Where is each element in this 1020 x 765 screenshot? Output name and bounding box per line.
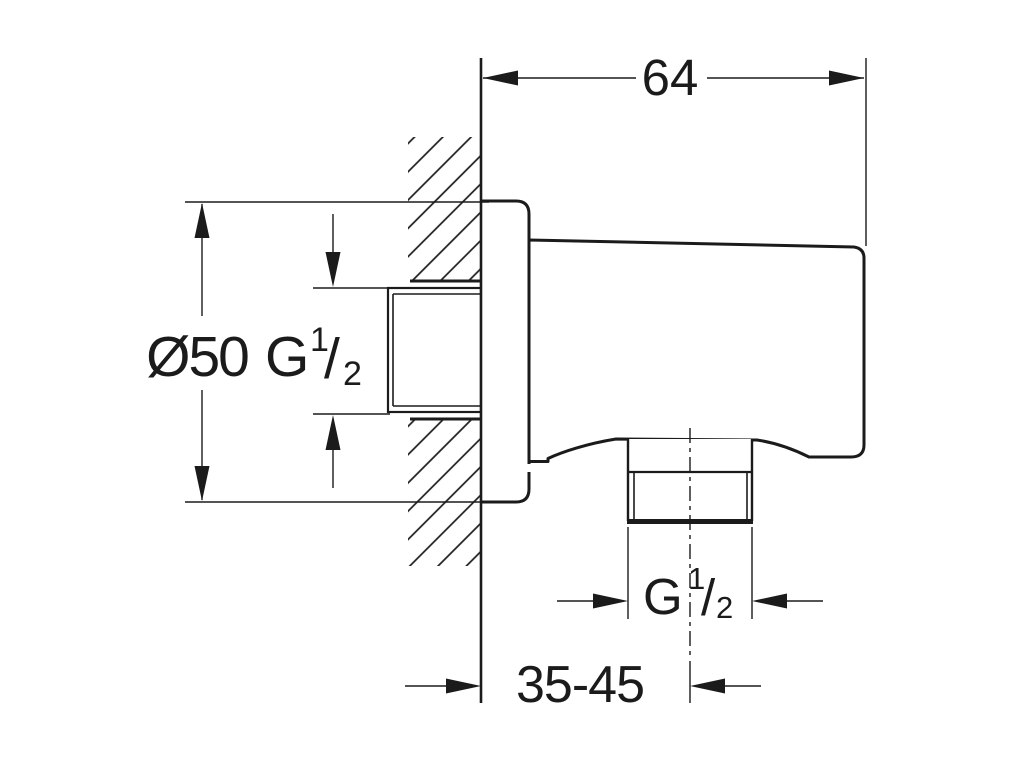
bottom-thread-numerator: 1 xyxy=(688,561,705,596)
left-thread-numerator: 1 xyxy=(310,321,329,359)
left-thread-slash: / xyxy=(324,327,340,391)
arrowhead-d50-bottom xyxy=(194,466,210,501)
dimension-bottom-depth xyxy=(405,661,761,703)
arrowhead-64-left xyxy=(483,70,518,86)
arrowhead-3545-left xyxy=(446,678,481,694)
left-diameter-label: Ø50 xyxy=(146,325,248,389)
bottom-thread-label: G 1 / 2 xyxy=(643,561,733,626)
wall-hatch-lower xyxy=(408,419,481,566)
labels-layer: 64 Ø50 G 1 / 2 G 1 / 2 35-45 xyxy=(146,49,733,714)
bottom-thread-denominator: 2 xyxy=(716,590,733,625)
arrowhead-g12-right xyxy=(752,593,787,609)
geometry-layer xyxy=(185,58,867,703)
fixture-body xyxy=(527,238,866,463)
arrowhead-thread-top xyxy=(325,252,341,287)
body-flange-notch xyxy=(525,464,533,472)
escutcheon-flange xyxy=(481,199,531,504)
wall-hatch-upper xyxy=(408,137,481,281)
bottom-depth-label: 35-45 xyxy=(516,656,644,714)
arrowhead-64-right xyxy=(829,70,864,86)
left-thread-label: G 1 / 2 xyxy=(265,321,362,393)
arrowhead-g12-left xyxy=(593,593,628,609)
bottom-thread-slash: / xyxy=(701,569,716,626)
arrowhead-d50-top xyxy=(194,203,210,238)
left-thread-g: G xyxy=(265,325,309,389)
left-thread-denominator: 2 xyxy=(343,355,362,393)
arrowhead-thread-bottom xyxy=(325,415,341,450)
arrowhead-3545-right xyxy=(690,678,725,694)
dimension-left-thread xyxy=(313,214,390,488)
inlet-thread-stub xyxy=(386,286,483,414)
arrowheads-layer xyxy=(194,70,864,694)
bottom-thread-g: G xyxy=(643,568,683,625)
top-width-label: 64 xyxy=(642,49,699,106)
dimension-bottom-thread xyxy=(557,527,823,619)
